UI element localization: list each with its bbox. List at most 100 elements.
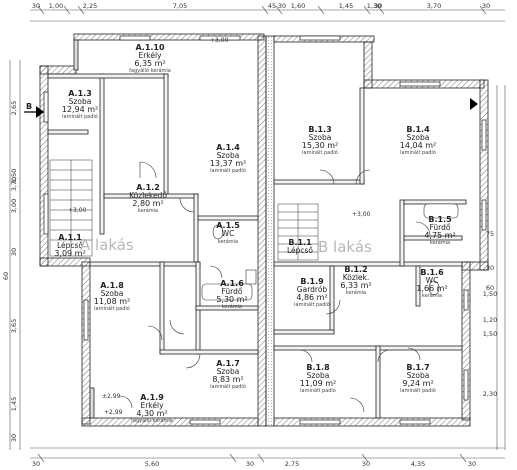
dimension-label-right: 1,20 bbox=[483, 316, 497, 324]
dimension-label-top: 7,05 bbox=[173, 2, 187, 10]
dimension-label-top: 30 bbox=[32, 2, 40, 10]
room-floor: laminált padló bbox=[62, 113, 98, 120]
dimension-lines bbox=[9, 5, 506, 463]
room-area: 4,75 m² bbox=[424, 231, 455, 240]
room-name: Lépcső bbox=[57, 241, 83, 250]
dimension-label-bottom: 30 bbox=[362, 460, 370, 468]
room-area: 6,35 m² bbox=[134, 59, 165, 68]
dimension-label-right: 2,30 bbox=[483, 390, 497, 398]
room-name: Gardrób bbox=[297, 285, 328, 294]
room-floor: laminált padló bbox=[210, 383, 246, 390]
dimension-label-top: 2,25 bbox=[83, 2, 97, 10]
dimension-label-right: 1,50 bbox=[483, 330, 497, 338]
room-floor: kerámia bbox=[138, 207, 158, 214]
stairs bbox=[49, 159, 319, 261]
level-mark: +2,99 bbox=[104, 409, 123, 416]
section-marker: B bbox=[24, 98, 478, 118]
room-area: 9,24 m² bbox=[402, 379, 433, 388]
dimension-label-left: 3,00 bbox=[10, 199, 18, 213]
apartment-label-a: A lakás bbox=[80, 236, 134, 254]
level-mark: ±2,99 bbox=[102, 393, 121, 400]
dimension-label-left: 30 bbox=[10, 248, 18, 256]
room-id: A.1.9 bbox=[140, 393, 164, 402]
dimension-label-left: 3,65 bbox=[10, 319, 18, 333]
room-name: Fürdő bbox=[222, 287, 243, 296]
room-area: 13,37 m² bbox=[210, 159, 246, 168]
room-floor: laminált padló bbox=[400, 387, 436, 394]
room-area: 3,09 m² bbox=[54, 249, 85, 258]
room-floor: fagyálló kerámia bbox=[129, 67, 171, 74]
room-area: 11,09 m² bbox=[300, 379, 336, 388]
room-name: Lépcső bbox=[287, 246, 313, 255]
dimension-label-left: 1,45 bbox=[10, 397, 18, 411]
room-floor: laminált padló bbox=[302, 149, 338, 156]
dimension-label-bottom: 30 bbox=[468, 460, 476, 468]
dimension-label-left: 30 bbox=[10, 434, 18, 442]
windows bbox=[43, 35, 487, 425]
dimension-label-bottom: 30 bbox=[246, 460, 254, 468]
level-marks: +3,00 +2,99 +3,00 +3,00 ±2,99 bbox=[68, 37, 371, 416]
room-name: Erkély bbox=[140, 401, 164, 410]
room-name: Fürdő bbox=[430, 223, 451, 232]
room-floor: kerámia bbox=[430, 239, 450, 246]
room-area: 14,04 m² bbox=[400, 141, 436, 150]
room-area: 5,30 m² bbox=[216, 295, 247, 304]
room-area: 4,86 m² bbox=[296, 293, 327, 302]
room-floor: fagyálló kerámia bbox=[131, 417, 173, 424]
dimension-label-right: 1,50 bbox=[483, 290, 497, 298]
room-area: 15,30 m² bbox=[302, 141, 338, 150]
room-id: B.1.2 bbox=[344, 265, 367, 274]
room-area: 8,83 m² bbox=[212, 375, 243, 384]
dimension-label-left: 1,50 bbox=[10, 169, 18, 183]
room-area: 2,80 m² bbox=[132, 199, 163, 208]
room-area: 12,94 m² bbox=[62, 105, 98, 114]
room-name: Szoba bbox=[69, 97, 92, 106]
dimension-label-bottom: 4,35 bbox=[411, 460, 425, 468]
dimension-label-top: 3,70 bbox=[427, 2, 441, 10]
room-name: Szoba bbox=[309, 133, 332, 142]
dimension-label-left: 2,65 bbox=[10, 101, 18, 115]
room-id: B.1.7 bbox=[406, 363, 429, 372]
room-name: Erkély bbox=[138, 51, 162, 60]
room-id: B.1.5 bbox=[428, 215, 452, 224]
doors bbox=[119, 161, 431, 413]
room-id: A.1.4 bbox=[216, 143, 240, 152]
room-id: B.1.3 bbox=[308, 125, 331, 134]
level-mark: +3,00 bbox=[210, 37, 229, 44]
room-area: 1,66 m² bbox=[416, 284, 447, 293]
room-name: WC bbox=[426, 276, 439, 285]
dimension-label-right: 75 bbox=[486, 230, 494, 238]
interior-walls bbox=[47, 73, 467, 419]
room-name: Szoba bbox=[217, 367, 240, 376]
room-name: Szoba bbox=[101, 289, 124, 298]
room-floor: kerámia bbox=[422, 292, 442, 299]
dimension-label-bottom: 30 bbox=[32, 460, 40, 468]
room-floor: laminált padló bbox=[210, 167, 246, 174]
room-id: A.1.1 bbox=[58, 233, 82, 242]
room-id: B.1.6 bbox=[420, 268, 444, 277]
room-floor: laminált padló bbox=[294, 301, 330, 308]
dimension-label-top: 30 bbox=[482, 2, 490, 10]
dimension-label-right: 30 bbox=[486, 264, 494, 272]
dimension-label-left: 60 bbox=[2, 272, 10, 280]
dimension-label-top: 30 bbox=[278, 2, 286, 10]
room-name: Szoba bbox=[407, 371, 430, 380]
room-id: B.1.9 bbox=[300, 277, 324, 286]
room-id: A.1.5 bbox=[216, 221, 240, 230]
dimension-label-top: 1,45 bbox=[339, 2, 353, 10]
room-id: B.1.4 bbox=[406, 125, 430, 134]
dimension-label-top: 1,00 bbox=[49, 2, 63, 10]
dimension-label-right: 60 bbox=[486, 284, 494, 292]
dimension-label-left: 3,70 bbox=[10, 177, 18, 191]
room-name: Szoba bbox=[307, 371, 330, 380]
room-name: Közlekedő bbox=[129, 191, 167, 200]
section-marker-label: B bbox=[26, 102, 32, 111]
room-floor: laminált padló bbox=[300, 387, 336, 394]
dimension-label-top: 1,30 bbox=[367, 2, 381, 10]
apartment-label-b: B lakás bbox=[318, 238, 372, 256]
room-area: 6,33 m² bbox=[340, 281, 371, 290]
room-floor: kerámia bbox=[218, 238, 238, 245]
